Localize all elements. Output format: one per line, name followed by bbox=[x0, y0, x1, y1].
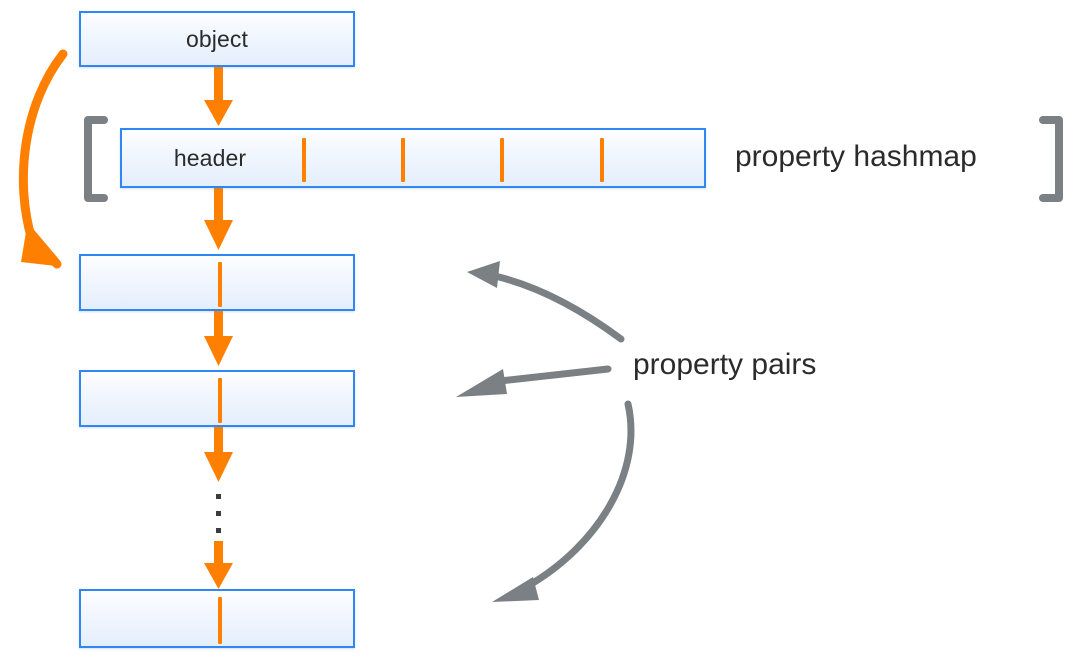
hashmap-slot-divider-2 bbox=[401, 138, 405, 182]
arrow-pairs-to-pair-2 bbox=[456, 365, 612, 397]
arrow-object-to-header bbox=[204, 67, 233, 126]
arrow-ellipsis-to-pair-n bbox=[204, 541, 233, 589]
arrow-header-to-pair-1 bbox=[204, 188, 233, 250]
property-hashmap-row[interactable]: header bbox=[120, 128, 706, 188]
property-hashmap-label: property hashmap bbox=[735, 140, 977, 173]
arrow-pairs-to-pair-1 bbox=[467, 261, 625, 343]
property-pair-label-last bbox=[81, 591, 353, 646]
property-pair-divider-last bbox=[218, 597, 222, 644]
property-pairs-label: property pairs bbox=[633, 348, 817, 381]
property-pair-divider-2 bbox=[218, 378, 222, 423]
property-pair-divider-1 bbox=[218, 262, 222, 307]
hashmap-slot-divider-4 bbox=[600, 138, 604, 182]
property-pair-box-1[interactable] bbox=[79, 254, 355, 311]
object-box-label: object bbox=[186, 25, 248, 52]
property-pair-label-1 bbox=[81, 256, 353, 309]
object-box[interactable]: object bbox=[79, 11, 355, 67]
property-pair-box-last[interactable] bbox=[79, 589, 355, 648]
ellipsis-dot-3 bbox=[216, 528, 221, 533]
ellipsis-dot-1 bbox=[216, 494, 221, 499]
property-pair-label-2 bbox=[81, 372, 353, 425]
object-to-pairs-curved-arrow bbox=[18, 49, 68, 269]
bracket-left-icon bbox=[84, 116, 108, 202]
arrow-pair-2-to-ellipsis bbox=[204, 427, 233, 482]
property-pair-box-2[interactable] bbox=[79, 370, 355, 427]
hashmap-slot-divider-1 bbox=[302, 138, 306, 182]
bracket-right-icon bbox=[1039, 116, 1063, 202]
header-label: header bbox=[173, 144, 247, 171]
ellipsis-dot-2 bbox=[216, 511, 221, 516]
arrow-pairs-to-pair-n bbox=[492, 400, 635, 602]
hashmap-slot-divider-3 bbox=[500, 138, 504, 182]
arrow-pair-1-to-pair-2 bbox=[204, 311, 233, 366]
